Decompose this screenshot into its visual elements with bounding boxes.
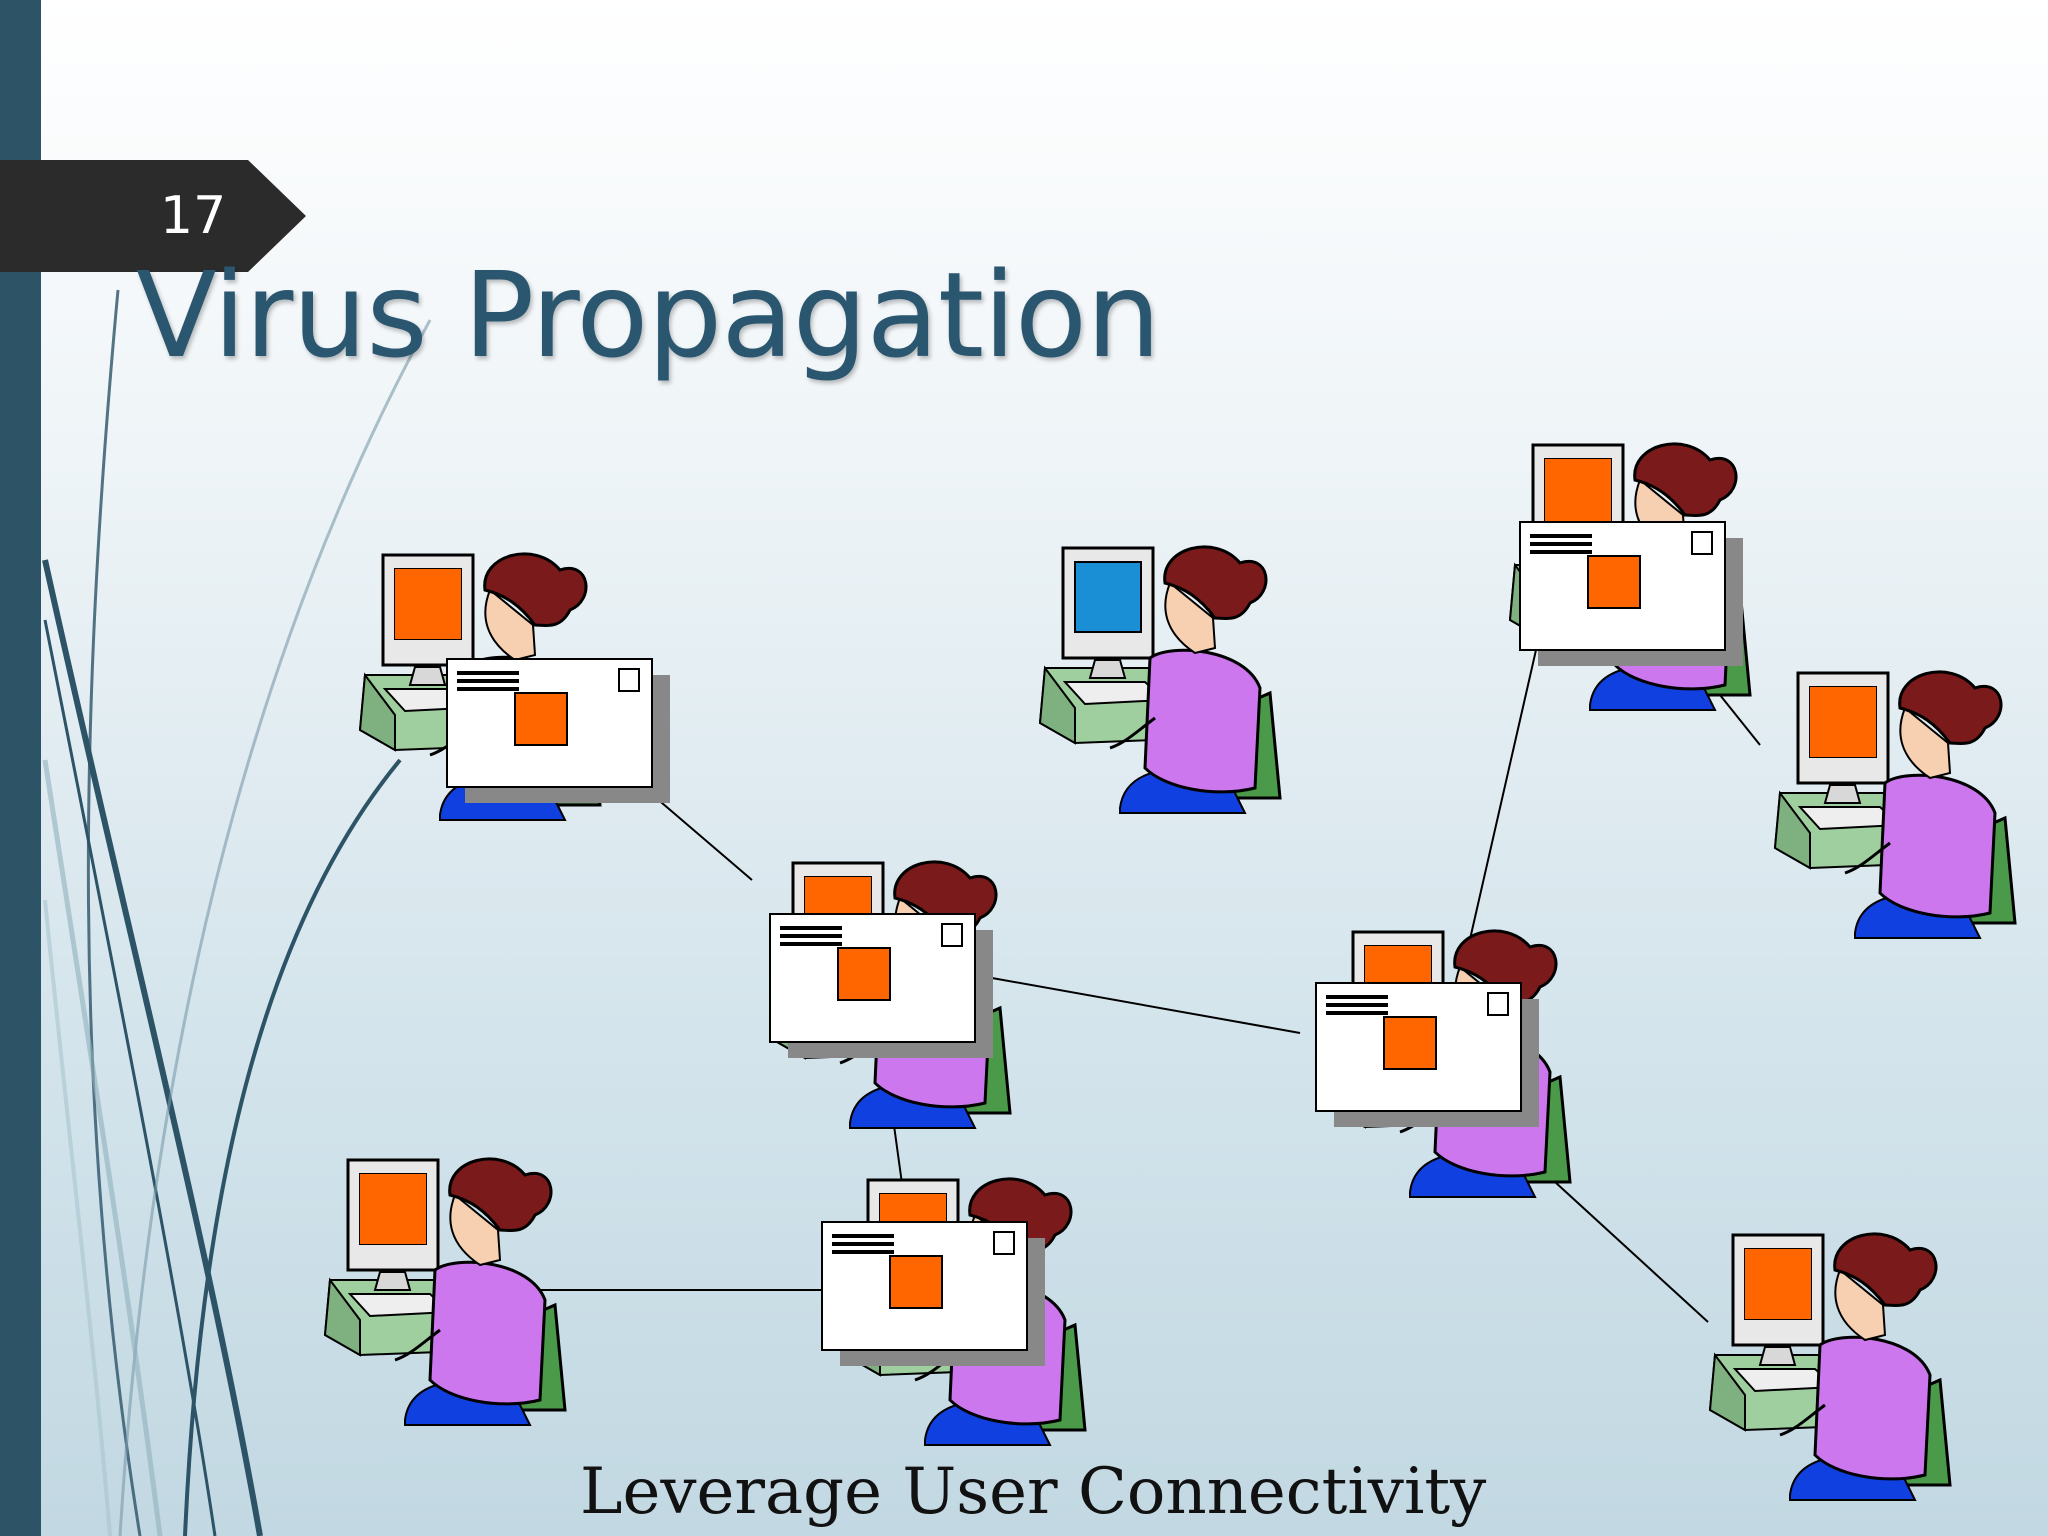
user-computer-7 (323, 1157, 567, 1427)
link-user-6-user-3 (1467, 649, 1537, 949)
link-user-5-user-6 (991, 977, 1301, 1034)
infected-email-envelope-1 (446, 658, 671, 804)
slide-number: 17 (160, 186, 227, 246)
user-computer-2 (1038, 545, 1282, 815)
user-computer-9 (1708, 1232, 1952, 1502)
slide-caption: Leverage User Connectivity (580, 1455, 1487, 1529)
infected-email-envelope-6 (1315, 982, 1540, 1128)
slide-title: Virus Propagation (136, 246, 1161, 384)
slide-number-tab (0, 160, 306, 272)
infected-email-envelope-8 (821, 1221, 1046, 1367)
infected-email-envelope-3 (1519, 521, 1744, 667)
user-computer-1 (358, 552, 602, 822)
infected-email-envelope-5 (769, 913, 994, 1059)
user-computer-3 (1508, 442, 1752, 712)
user-computer-4 (1773, 670, 2017, 940)
